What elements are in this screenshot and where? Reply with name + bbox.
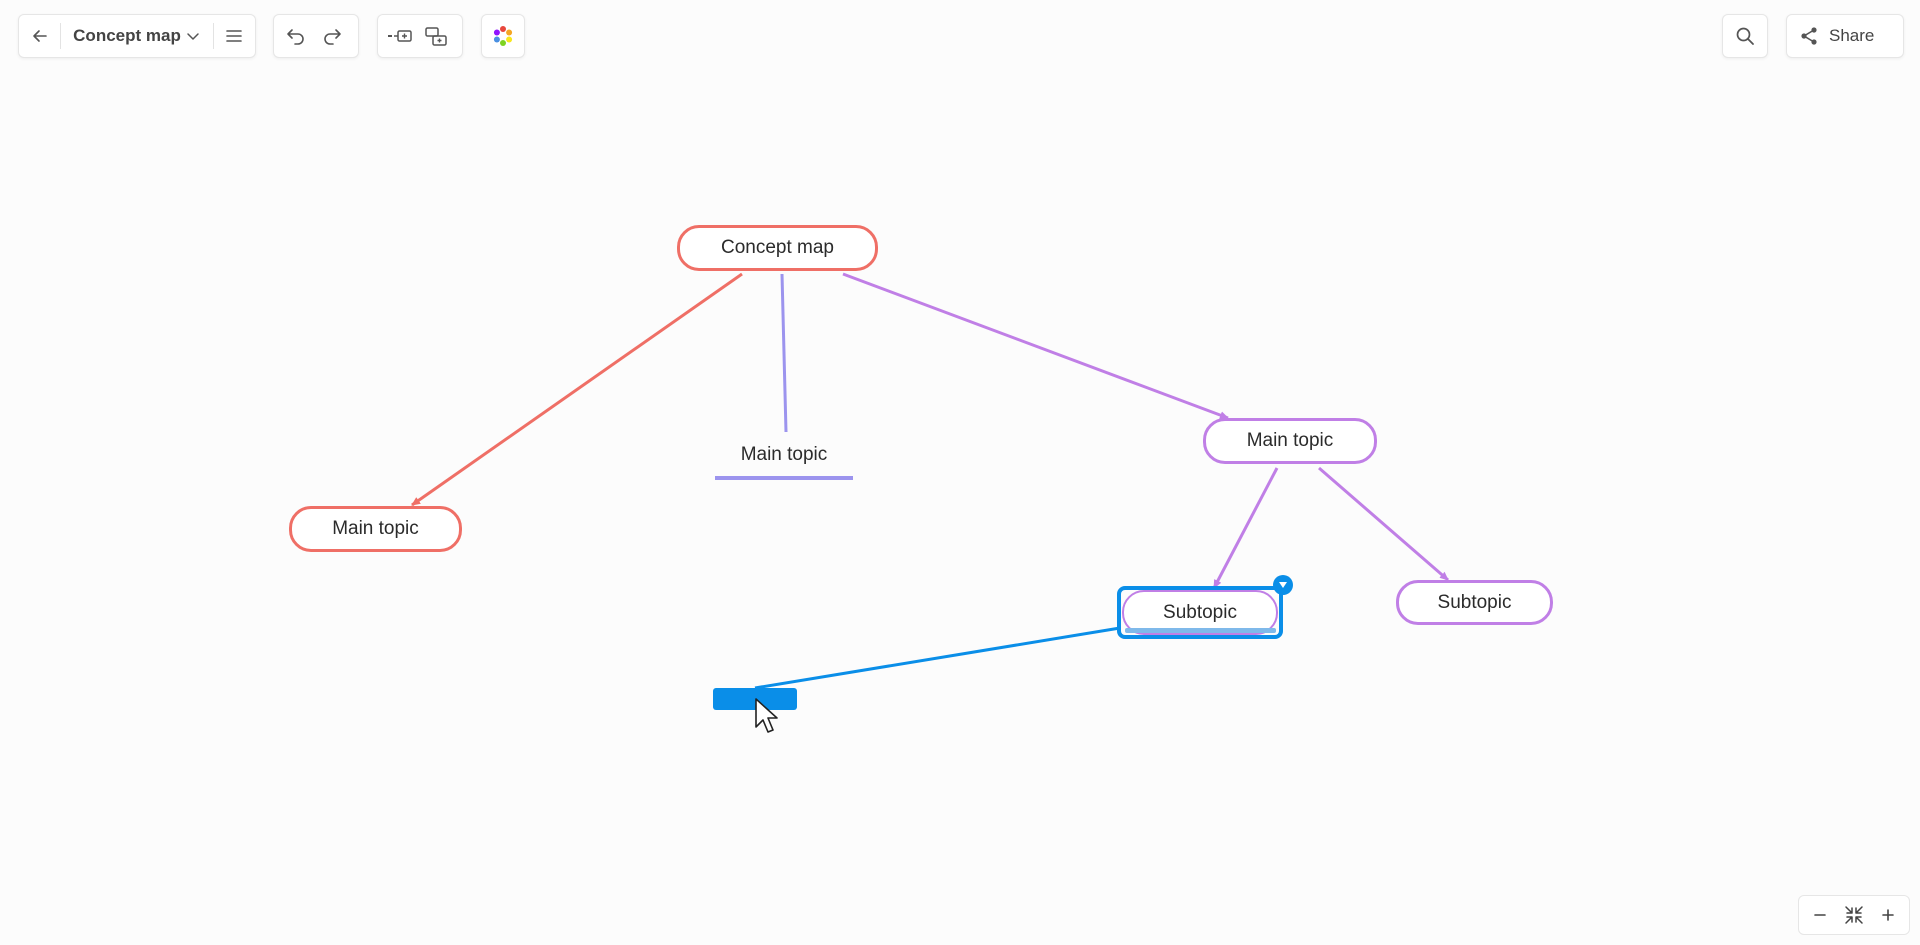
plus-icon: [1882, 909, 1894, 921]
connector-right-main-to-subtopic-1[interactable]: [1212, 467, 1279, 589]
menu-button[interactable]: [218, 18, 251, 54]
subtopic-label: Subtopic: [1437, 591, 1512, 613]
undo-button[interactable]: [278, 18, 314, 54]
main-topic-left[interactable]: Main topic: [289, 506, 462, 552]
document-title: Concept map: [73, 26, 181, 45]
undo-icon: [287, 29, 304, 45]
theme-toolbar: [481, 14, 525, 58]
zoom-in-button[interactable]: [1871, 899, 1905, 931]
main-topic-right[interactable]: Main topic: [1203, 418, 1377, 464]
add-floating-topic-icon: [388, 30, 412, 42]
mouse-cursor-icon: [755, 698, 778, 733]
share-label: Share: [1829, 26, 1875, 45]
document-title-dropdown[interactable]: Concept map: [65, 18, 209, 54]
selection-underline: [1125, 628, 1276, 633]
history-toolbar: [273, 14, 359, 58]
hamburger-menu-icon: [226, 30, 243, 42]
main-topic-center[interactable]: Main topic: [715, 434, 853, 480]
collapse-toggle-icon[interactable]: [1273, 575, 1293, 595]
connector-root-to-left-main[interactable]: [411, 272, 743, 507]
main-topic-label: Main topic: [1246, 430, 1334, 451]
share-button[interactable]: Share: [1787, 18, 1888, 54]
connector-root-to-center-main[interactable]: [780, 273, 788, 433]
share-toolbar: Share: [1786, 14, 1904, 58]
search-icon: [1736, 27, 1754, 45]
subtopic-selected[interactable]: Subtopic: [1122, 590, 1278, 635]
color-palette-icon: [493, 26, 513, 46]
chevron-down-icon: [187, 33, 199, 40]
zoom-controls: [1798, 895, 1910, 935]
back-button[interactable]: [23, 18, 56, 54]
minus-icon: [1814, 914, 1826, 916]
search-button[interactable]: [1727, 18, 1763, 54]
subtopic[interactable]: Subtopic: [1396, 580, 1553, 625]
redo-icon: [324, 29, 341, 45]
zoom-out-button[interactable]: [1803, 899, 1837, 931]
main-topic-label: Main topic: [740, 444, 828, 465]
add-floating-topic-button[interactable]: [382, 18, 418, 54]
subtopic-label: Subtopic: [1163, 601, 1237, 623]
new-topic-placeholder[interactable]: [713, 688, 797, 710]
selection-frame: [1117, 586, 1283, 639]
theme-button[interactable]: [486, 18, 520, 54]
fit-to-screen-button[interactable]: [1837, 899, 1871, 931]
root-topic[interactable]: Concept map: [677, 225, 878, 271]
document-toolbar: Concept map: [18, 14, 256, 58]
search-toolbar: [1722, 14, 1768, 58]
toolbar-divider: [60, 23, 62, 49]
main-topic-label: Main topic: [332, 518, 419, 539]
connector-root-to-right-main[interactable]: [842, 272, 1229, 420]
redo-button[interactable]: [314, 18, 350, 54]
add-subtopic-icon: [425, 27, 447, 46]
root-topic-label: Concept map: [720, 237, 834, 258]
connector-right-main-to-subtopic-2[interactable]: [1318, 466, 1449, 582]
add-subtopic-button[interactable]: [418, 18, 454, 54]
connector-subtopic-to-new-topic[interactable]: [754, 626, 1121, 690]
insert-toolbar: [377, 14, 463, 58]
share-icon: [1801, 27, 1817, 45]
fit-to-screen-icon: [1845, 906, 1863, 924]
arrow-left-icon: [32, 30, 47, 42]
toolbar-divider: [212, 23, 214, 49]
